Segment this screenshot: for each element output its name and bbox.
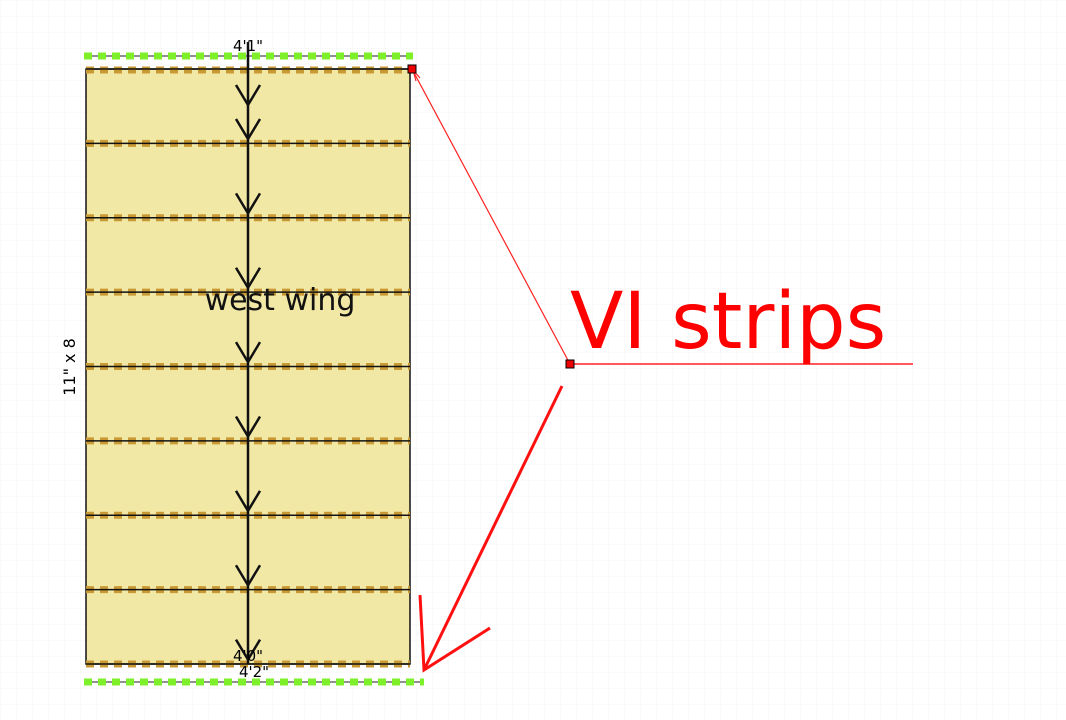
direction-arrow-icon	[234, 341, 262, 365]
direction-arrow-icon	[234, 267, 262, 291]
strip-size-label: 11" x 8	[60, 338, 79, 396]
direction-arrow-icon	[234, 638, 262, 663]
direction-arrow-annotation	[418, 385, 564, 673]
callout-text: VI strips	[570, 277, 886, 367]
top-dimension-label: 4'1"	[233, 37, 263, 55]
direction-arrow-icon	[234, 490, 262, 514]
callout-handle[interactable]	[565, 359, 575, 369]
callout-leader-line	[411, 68, 571, 365]
bottom-dimension-label-lower: 4'2"	[239, 663, 269, 681]
direction-arrow-icon	[234, 192, 262, 216]
floor-area[interactable]	[84, 42, 424, 686]
direction-arrow-icon	[234, 118, 262, 142]
direction-arrow-icon	[234, 84, 262, 108]
direction-arrow-icon	[234, 564, 262, 588]
callout-annotation[interactable]: VI strips	[407, 64, 913, 369]
direction-arrow-icon	[234, 415, 262, 439]
room-label: west wing	[205, 283, 356, 318]
bottom-dimension-label-upper: 4'0"	[233, 647, 263, 665]
callout-target-handle[interactable]	[407, 64, 417, 74]
